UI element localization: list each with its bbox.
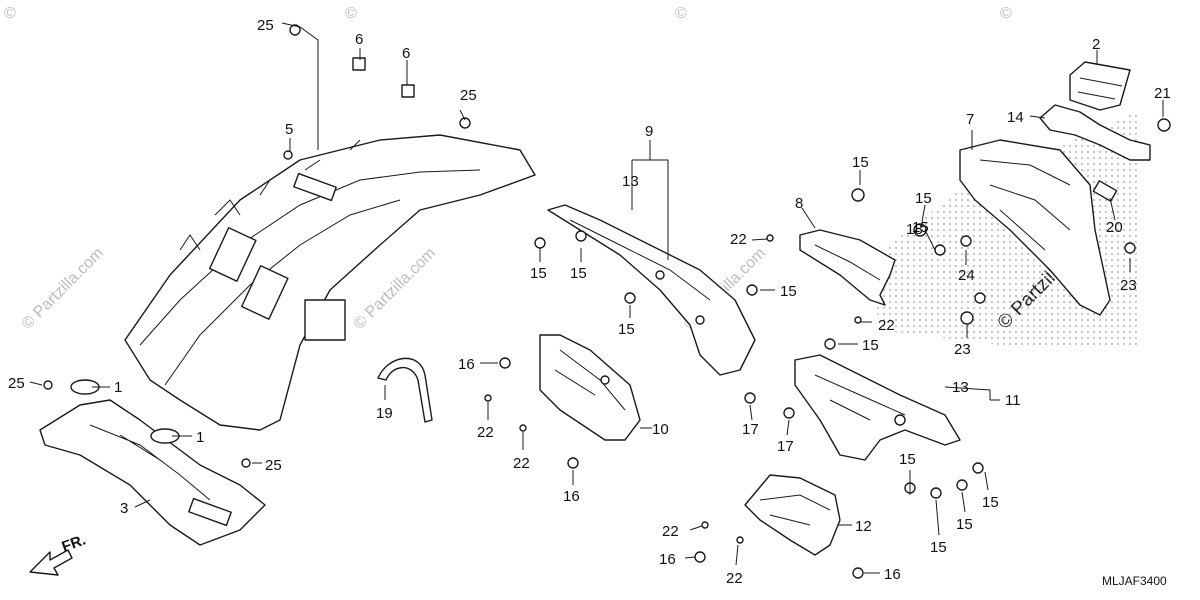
stay-3 bbox=[39, 399, 266, 546]
leader-lines bbox=[29, 22, 1164, 574]
callout-label: 5 bbox=[285, 121, 293, 138]
callout-label: 9 bbox=[645, 123, 653, 140]
cover-12 bbox=[744, 474, 841, 556]
callout-label: 17 bbox=[742, 421, 759, 438]
watermark-copyright: © bbox=[675, 5, 687, 22]
callout-label: 16 bbox=[659, 551, 676, 568]
callout-label: 1 bbox=[114, 379, 122, 396]
plate-14 bbox=[1039, 104, 1151, 161]
callout-label: 15 bbox=[912, 219, 929, 236]
callout-label: 25 bbox=[460, 87, 477, 104]
callout-label: 2 bbox=[1092, 36, 1100, 53]
cover-10 bbox=[539, 334, 641, 441]
callout-label: 8 bbox=[795, 195, 803, 212]
callout-label: 15 bbox=[780, 283, 797, 300]
callout-label: 15 bbox=[915, 190, 932, 207]
callout-label: 18 bbox=[906, 221, 923, 238]
callout-label: 11 bbox=[1005, 392, 1021, 409]
callout-label: 15 bbox=[899, 451, 916, 468]
callout-label: 10 bbox=[652, 421, 669, 438]
callout-label: 3 bbox=[120, 500, 128, 517]
diagram-code: MLJAF3400 bbox=[1102, 574, 1167, 588]
callout-label: 13 bbox=[622, 173, 639, 190]
callout-label: 13 bbox=[952, 379, 969, 396]
callout-label: 15 bbox=[862, 337, 879, 354]
callout-label: 22 bbox=[477, 424, 494, 441]
cover-11 bbox=[794, 354, 961, 461]
callout-label: 24 bbox=[958, 267, 975, 284]
callout-label: 19 bbox=[376, 405, 393, 422]
band-19 bbox=[377, 357, 433, 423]
callout-label: 6 bbox=[402, 45, 410, 62]
reflector-2 bbox=[1069, 61, 1131, 111]
watermark-text: © Partzilla.com bbox=[19, 245, 107, 333]
callout-label: 15 bbox=[570, 265, 587, 282]
callout-label: 1 bbox=[196, 429, 204, 446]
callout-label: 15 bbox=[530, 265, 547, 282]
callout-label: 21 bbox=[1154, 85, 1171, 102]
callout-label: 14 bbox=[1007, 109, 1024, 126]
rear-cowl-7 bbox=[959, 139, 1118, 316]
bracket-8 bbox=[799, 229, 896, 306]
callout-label: 15 bbox=[852, 154, 869, 171]
callout-label: 15 bbox=[930, 539, 947, 556]
callout-label: 22 bbox=[726, 570, 743, 587]
callout-label: 16 bbox=[563, 488, 580, 505]
callout-label: 22 bbox=[662, 523, 679, 540]
callout-label: 6 bbox=[355, 31, 363, 48]
callout-label: 20 bbox=[1106, 219, 1123, 236]
callout-label: 17 bbox=[777, 438, 794, 455]
callout-label: 16 bbox=[458, 356, 475, 373]
front-arrow: FR. bbox=[29, 532, 89, 576]
callout-label: 25 bbox=[265, 457, 282, 474]
callout-label: 25 bbox=[8, 375, 25, 392]
callout-label: 22 bbox=[730, 231, 747, 248]
cover-9 bbox=[547, 204, 756, 376]
callout-label: 23 bbox=[1120, 277, 1137, 294]
fasteners bbox=[43, 24, 1171, 579]
callout-label: 22 bbox=[878, 317, 895, 334]
watermark-copyright: © bbox=[4, 5, 16, 22]
callout-labels: 25 6 6 25 5 9 13 15 15 15 15 22 15 8 15 … bbox=[8, 17, 1171, 587]
watermark-copyright: © bbox=[1000, 5, 1012, 22]
rear-fender bbox=[124, 134, 536, 431]
callout-label: 7 bbox=[966, 111, 974, 128]
callout-label: 12 bbox=[855, 518, 872, 535]
front-direction-label: FR. bbox=[60, 532, 89, 556]
callout-label: 22 bbox=[513, 455, 530, 472]
watermark-copyright: © bbox=[345, 5, 357, 22]
callout-label: 25 bbox=[257, 17, 274, 34]
callout-label: 15 bbox=[618, 321, 635, 338]
callout-label: 15 bbox=[982, 494, 999, 511]
callout-label: 23 bbox=[954, 341, 971, 358]
callout-label: 15 bbox=[956, 516, 973, 533]
callout-label: 16 bbox=[884, 566, 901, 583]
